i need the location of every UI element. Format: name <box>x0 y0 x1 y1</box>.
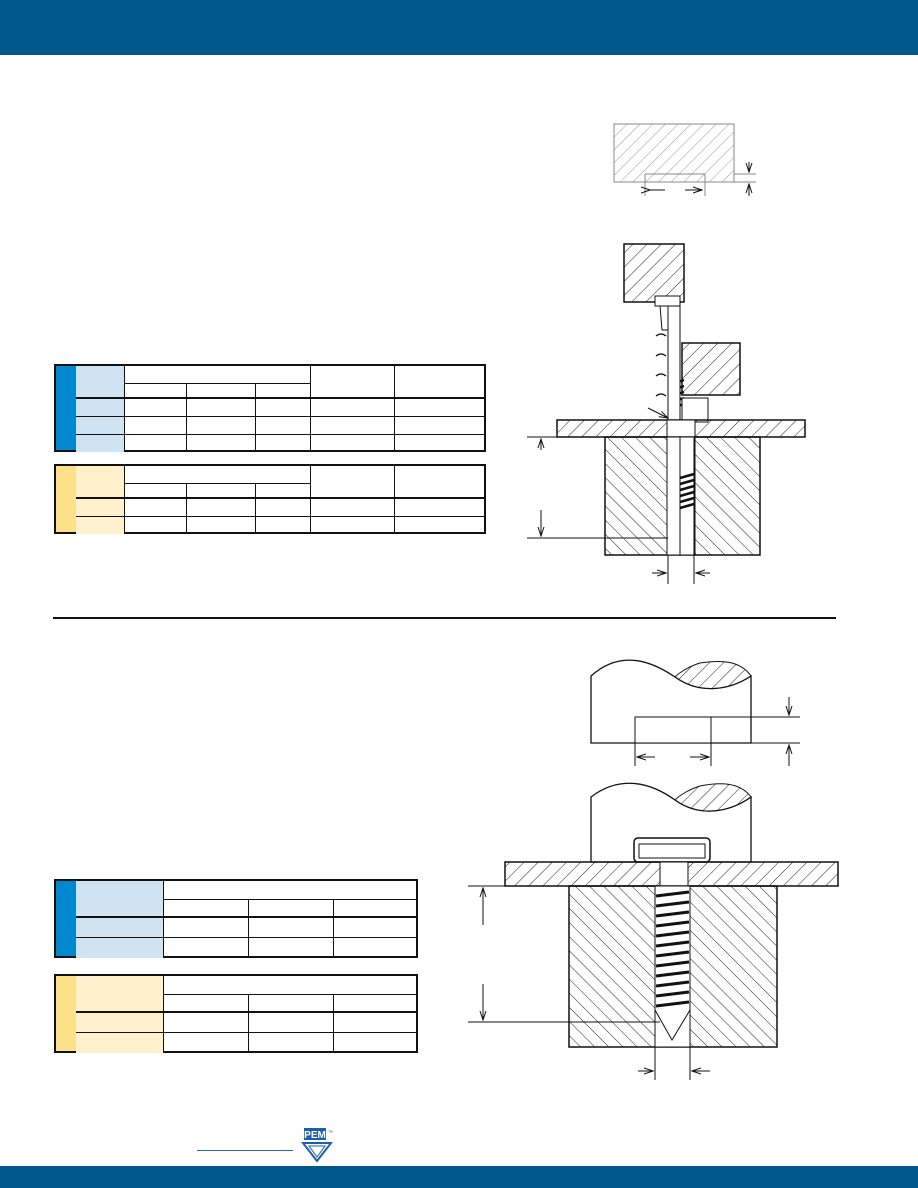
logo-trademark: ™ <box>328 1130 333 1136</box>
footer-link-underline[interactable] <box>197 1150 293 1151</box>
table-row-label <box>76 398 124 416</box>
table-side-tab <box>56 881 76 956</box>
header-band <box>0 0 918 55</box>
table-side-tab <box>56 366 76 450</box>
table-row-label <box>76 1032 163 1053</box>
footer-band <box>0 1166 918 1188</box>
hole-detail-bottom <box>590 659 800 766</box>
inch-table-top <box>54 464 486 534</box>
table-header-cell <box>76 881 163 917</box>
installation-drawing-top <box>527 243 806 584</box>
table-side-tab <box>56 466 76 532</box>
table-row-label <box>76 516 124 534</box>
hole-detail-top <box>613 123 756 196</box>
table-header-cell <box>76 976 163 1012</box>
table-row-label <box>76 1012 163 1032</box>
table-row-label <box>76 498 124 516</box>
table-header-cell <box>76 366 124 398</box>
installation-drawing-bottom <box>468 782 839 1080</box>
metric-table-top <box>54 364 486 452</box>
metric-table-bottom <box>54 879 418 958</box>
table-row-label <box>76 937 163 958</box>
logo-text: PEM <box>304 1130 326 1141</box>
table-row-label <box>76 434 124 452</box>
table-header-cell <box>76 466 124 498</box>
table-row-label <box>76 917 163 937</box>
table-row-label <box>76 416 124 434</box>
pem-triangle-logo-icon: PEM ™ <box>300 1128 334 1163</box>
section-divider <box>53 617 836 619</box>
inch-table-bottom <box>54 974 418 1053</box>
table-side-tab <box>56 976 76 1051</box>
